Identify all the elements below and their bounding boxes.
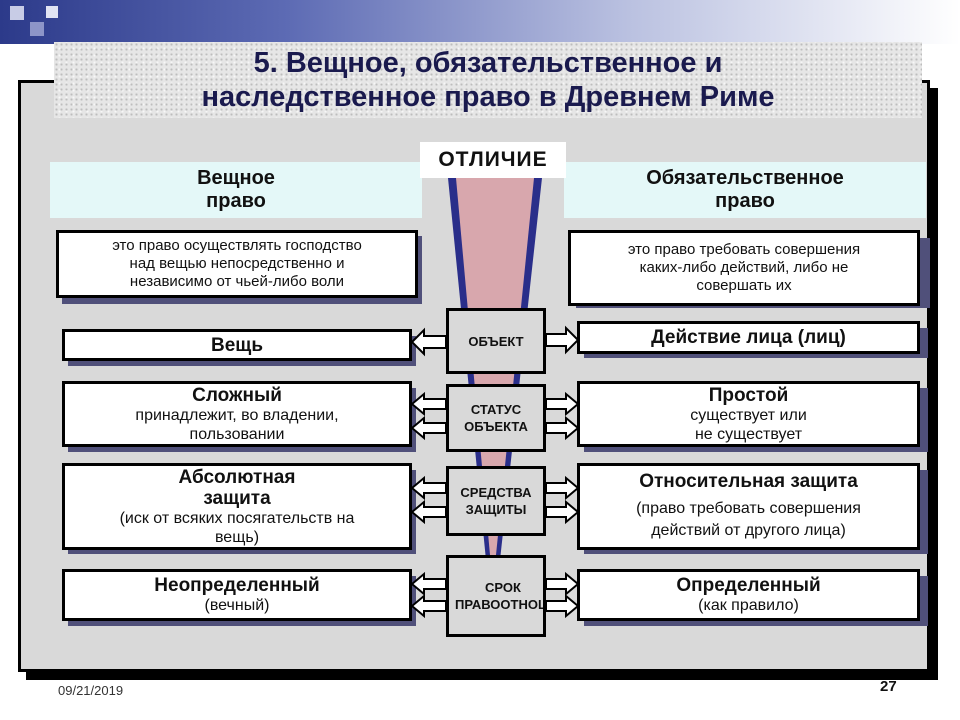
left-box-object: Вещь [62, 329, 412, 361]
right-box-protection: Относительная защита (право требовать со… [577, 463, 920, 550]
right-arrow-status-lower [545, 415, 580, 441]
decor-square [30, 22, 44, 36]
right-definition-box: это право требовать совершения каких-либ… [568, 230, 920, 306]
left-object-title: Вещь [211, 334, 263, 356]
left-box-status: Сложный принадлежит, во владении, пользо… [62, 381, 412, 447]
left-column-header: Вещное право [50, 162, 422, 218]
left-definition-text: это право осуществлять господство над ве… [112, 237, 362, 290]
left-arrow-term-lower [410, 593, 447, 619]
right-box-term: Определенный (как правило) [577, 569, 920, 621]
right-arrow-protection-upper [545, 475, 580, 501]
left-term-sub: (вечный) [204, 597, 270, 614]
right-object-title: Действие лица (лиц) [651, 327, 846, 348]
left-box-protection: Абсолютная защита (иск от всяких посягат… [62, 463, 412, 550]
right-status-sub: существует или не существует [690, 406, 807, 443]
left-box-term: Неопределенный (вечный) [62, 569, 412, 621]
left-arrow-term-upper [410, 571, 447, 597]
left-status-sub: принадлежит, во владении, пользовании [135, 406, 339, 443]
page-title: 5. Вещное, обязательственное и наследств… [201, 47, 775, 113]
left-arrow-status-lower [410, 415, 447, 441]
right-status-title: Простой [708, 384, 789, 406]
right-definition-text: это право требовать совершения каких-либ… [627, 241, 861, 294]
decor-square [46, 6, 58, 18]
criterion-term: СРОК ПРАВООТНОШ [446, 555, 546, 637]
difference-header: ОТЛИЧИЕ [420, 142, 566, 178]
slide-date: 09/21/2019 [58, 683, 124, 698]
decor-square [10, 6, 24, 20]
page-number: 27 [880, 678, 897, 695]
left-arrow-protection-lower [410, 499, 447, 525]
left-term-title: Неопределенный [154, 575, 320, 596]
left-arrow-status-upper [410, 391, 447, 417]
top-decorative-band [0, 0, 960, 44]
right-protection-title: Относительная защита [639, 471, 858, 492]
left-protection-title: Абсолютная защита [178, 466, 296, 509]
right-arrow-term-upper [545, 571, 580, 597]
right-arrow-status-upper [545, 391, 580, 417]
right-box-status: Простой существует или не существует [577, 381, 920, 447]
right-term-sub: (как правило) [698, 597, 799, 614]
title-banner: 5. Вещное, обязательственное и наследств… [54, 42, 922, 118]
criterion-status: СТАТУС ОБЪЕКТА [446, 384, 546, 452]
left-protection-sub: (иск от всяких посягательств на вещь) [119, 509, 355, 546]
right-arrow-protection-lower [545, 499, 580, 525]
right-protection-sub: (право требовать совершения действий от … [636, 500, 861, 539]
right-column-header: Обязательственное право [564, 162, 926, 218]
right-arrow-object [545, 325, 580, 355]
left-status-title: Сложный [192, 384, 282, 406]
left-arrow-object [410, 327, 447, 357]
right-box-object: Действие лица (лиц) [577, 321, 920, 354]
criterion-protection: СРЕДСТВА ЗАЩИТЫ [446, 466, 546, 536]
criterion-object: ОБЪЕКТ [446, 308, 546, 374]
left-arrow-protection-upper [410, 475, 447, 501]
left-definition-box: это право осуществлять господство над ве… [56, 230, 418, 298]
right-arrow-term-lower [545, 593, 580, 619]
right-term-title: Определенный [676, 575, 821, 596]
